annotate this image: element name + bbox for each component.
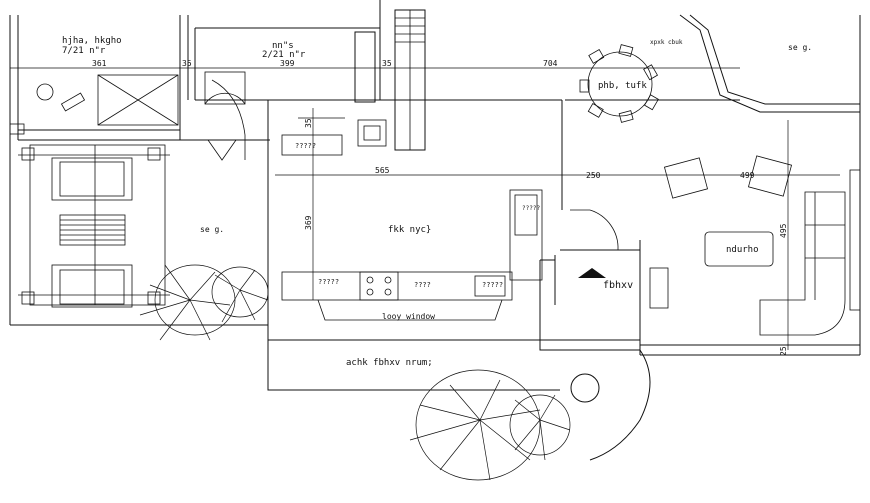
stove-icon: [359, 271, 399, 301]
dimension-label: 35: [382, 59, 392, 68]
dimension-label: 250: [586, 171, 601, 180]
dimension-lines: [9, 64, 840, 350]
armchair-icon: [663, 157, 709, 199]
dimension-label: 495: [779, 223, 788, 238]
room-size: 7/21 n"r: [62, 46, 106, 56]
kitchen-mark: ?????: [295, 142, 316, 150]
sofa-icon: [759, 191, 846, 336]
dimension-label: 369: [304, 215, 313, 230]
room-label: fkk nyc}: [388, 225, 431, 235]
top-middle-room: [204, 71, 345, 161]
room-label: nn"s: [272, 41, 294, 51]
walls: [9, 0, 861, 461]
top-left-room: [9, 74, 179, 135]
dimension-label: 565: [375, 166, 390, 175]
sink-icon: [474, 275, 506, 297]
room-label: achk fbhxv nrum;: [346, 358, 433, 368]
kitchen: [281, 119, 543, 321]
dimension-label: 35: [182, 59, 192, 68]
coffee-table-icon: [704, 231, 774, 267]
kitchen-mark: ?????: [522, 205, 540, 212]
plant-pot-icon: [36, 83, 54, 101]
labels: hjha, hkgho 7/21 n"r nn"s 2/21 n"r phb, …: [62, 36, 812, 368]
dimension-label: 35: [304, 118, 313, 128]
plant-icon: [139, 264, 269, 341]
armchair-icon: [747, 155, 793, 197]
pergola-structure: [18, 144, 170, 308]
dimension-label: 499: [740, 171, 755, 180]
kitchen-mark: ????: [414, 281, 431, 289]
plants: [139, 264, 571, 481]
window-label: looy window: [382, 312, 435, 321]
dimension-label: 399: [280, 59, 295, 68]
dimension-label: 704: [543, 59, 558, 68]
room-label: phb, tufk: [598, 81, 647, 91]
room-label: hjha, hkgho: [62, 36, 122, 46]
room-label: se g.: [200, 225, 224, 234]
entrance-arrow-icon: [578, 268, 606, 278]
living-area: [570, 155, 861, 336]
room-label: fbhxv: [603, 280, 633, 291]
dining-area: [579, 44, 659, 123]
room-label: ndurho: [726, 245, 759, 255]
dimension-label: 361: [92, 59, 107, 68]
room-size: 2/21 n"r: [262, 50, 306, 60]
room-label: se g.: [788, 43, 812, 52]
plant-icon: [409, 369, 571, 481]
annotation: xpxk cbuk: [650, 39, 683, 46]
kitchen-mark: ?????: [318, 278, 339, 286]
dimension-label: 25: [779, 346, 788, 356]
kitchen-mark: ?????: [482, 281, 503, 289]
